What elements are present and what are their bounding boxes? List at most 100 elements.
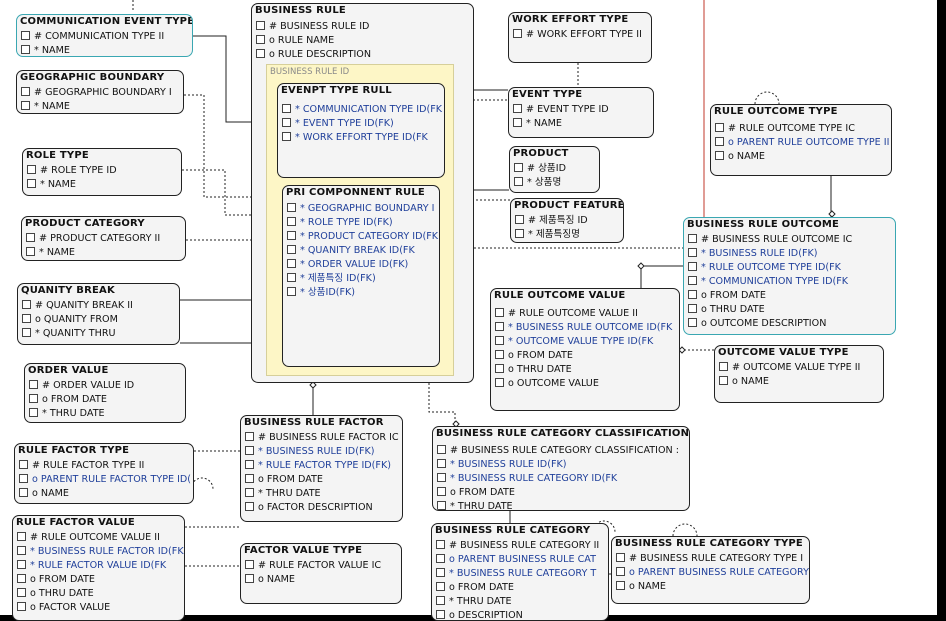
attribute-row: # COMMUNICATION TYPE II	[21, 30, 164, 44]
attribute-text: * GEOGRAPHIC BOUNDARY I	[300, 203, 435, 214]
attribute-text: * RULE FACTOR TYPE ID(FK)	[258, 460, 391, 471]
attribute-text: o NAME	[629, 581, 666, 592]
entity-product-category[interactable]: PRODUCT CATEGORY# PRODUCT CATEGORY II* N…	[21, 216, 186, 261]
entity-communication-event-type[interactable]: COMMUNICATION EVENT TYPE# COMMUNICATION …	[16, 14, 193, 57]
attribute-row: o QUANITY FROM	[22, 313, 133, 327]
attribute-text: * BUSINESS RULE ID(FK)	[450, 459, 567, 470]
attribute-row: o FROM DATE	[437, 486, 679, 500]
attribute-checkbox-icon	[436, 596, 445, 605]
attribute-row: * NAME	[21, 100, 172, 113]
attribute-checkbox-icon	[27, 179, 36, 188]
attribute-text: # COMMUNICATION TYPE II	[34, 31, 165, 42]
entity-outcome-value-type[interactable]: OUTCOME VALUE TYPE# OUTCOME VALUE TYPE I…	[714, 345, 884, 403]
attribute-text: # ORDER VALUE ID	[42, 380, 135, 391]
attribute-checkbox-icon	[514, 163, 523, 172]
attribute-checkbox-icon	[495, 308, 504, 317]
attribute-checkbox-icon	[515, 229, 524, 238]
attribute-text: * QUANITY BREAK ID(FK	[300, 245, 415, 256]
attribute-checkbox-icon	[21, 31, 30, 40]
attribute-checkbox-icon	[436, 568, 445, 577]
entity-business-rule-category-type[interactable]: BUSINESS RULE CATEGORY TYPE# BUSINESS RU…	[611, 536, 810, 604]
attribute-checkbox-icon	[245, 474, 254, 483]
attribute-row: * 상품명	[514, 176, 566, 190]
attribute-checkbox-icon	[21, 45, 30, 54]
attribute-text: o FROM DATE	[701, 290, 766, 301]
attribute-row: # BUSINESS RULE FACTOR IC	[245, 431, 399, 445]
attribute-list: # EVENT TYPE ID* NAME	[513, 103, 609, 131]
entity-geographic-boundary[interactable]: GEOGRAPHIC BOUNDARY# GEOGRAPHIC BOUNDARY…	[16, 70, 184, 114]
entity-title: PRODUCT CATEGORY	[25, 218, 145, 229]
attribute-text: * THRU DATE	[450, 501, 513, 511]
attribute-row: * RULE FACTOR VALUE ID(FK	[17, 559, 184, 573]
attribute-checkbox-icon	[282, 118, 291, 127]
attribute-checkbox-icon	[29, 408, 38, 417]
entity-event-type[interactable]: EVENT TYPE# EVENT TYPE ID* NAME	[508, 87, 654, 138]
attribute-text: # BUSINESS RULE CATEGORY CLASSIFICATION …	[450, 445, 680, 456]
attribute-text: # RULE FACTOR VALUE IC	[258, 560, 382, 571]
entity-work-effort-type[interactable]: WORK EFFORT TYPE# WORK EFFORT TYPE II	[508, 12, 652, 63]
attribute-text: o NAME	[728, 151, 765, 162]
entity-business-rule-category[interactable]: BUSINESS RULE CATEGORY# BUSINESS RULE CA…	[431, 523, 609, 621]
attribute-row: o THRU DATE	[17, 587, 184, 601]
attribute-row: # 상품ID	[514, 162, 566, 176]
attribute-list: # COMMUNICATION TYPE II* NAME	[21, 30, 164, 56]
attribute-row: # ROLE TYPE ID	[27, 164, 117, 178]
attribute-text: o RULE NAME	[269, 35, 335, 46]
entity-product[interactable]: PRODUCT# 상품ID* 상품명	[509, 146, 600, 193]
entity-rule-outcome-value[interactable]: RULE OUTCOME VALUE# RULE OUTCOME VALUE I…	[490, 288, 680, 411]
entity-title: BUSINESS RULE	[255, 5, 346, 16]
attribute-row: * BUSINESS RULE FACTOR ID(FK	[17, 545, 184, 559]
attribute-checkbox-icon	[282, 132, 291, 141]
attribute-checkbox-icon	[245, 432, 254, 441]
attribute-checkbox-icon	[17, 546, 26, 555]
entity-rule-factor-value[interactable]: RULE FACTOR VALUE# RULE OUTCOME VALUE II…	[12, 515, 185, 621]
attribute-checkbox-icon	[287, 203, 296, 212]
attribute-checkbox-icon	[437, 487, 446, 496]
attribute-row: o FROM DATE	[495, 349, 672, 363]
entity-title: RULE OUTCOME TYPE	[714, 106, 838, 117]
attribute-list: * COMMUNICATION TYPE ID(FK* EVENT TYPE I…	[282, 103, 442, 145]
entity-title: BUSINESS RULE FACTOR	[244, 417, 384, 428]
attribute-checkbox-icon	[688, 262, 697, 271]
attribute-row: # BUSINESS RULE CATEGORY TYPE I	[616, 552, 809, 566]
attribute-row: * 제품특징 ID(FK)	[287, 272, 438, 286]
attribute-checkbox-icon	[245, 460, 254, 469]
attribute-row: * 상품ID(FK)	[287, 286, 438, 300]
attribute-checkbox-icon	[616, 553, 625, 562]
entity-product-feature[interactable]: PRODUCT FEATURE# 제품특징 ID* 제품특징명	[510, 198, 624, 243]
entity-business-rule-factor[interactable]: BUSINESS RULE FACTOR # BUSINESS RULE FACT…	[240, 415, 403, 522]
cardinality-diamond-icon	[637, 262, 645, 270]
attribute-row: * BUSINESS RULE CATEGORY T	[436, 567, 599, 581]
attribute-list: # WORK EFFORT TYPE II	[513, 28, 642, 42]
attribute-list: # RULE OUTCOME VALUE II* BUSINESS RULE O…	[495, 307, 672, 391]
entity-evenpt-type-rull[interactable]: EVENPT TYPE RULL* COMMUNICATION TYPE ID(…	[277, 83, 445, 178]
entity-title: OUTCOME VALUE TYPE	[718, 347, 849, 358]
attribute-text: o OUTCOME VALUE	[508, 378, 599, 389]
attribute-text: * COMMUNICATION TYPE ID(FK	[295, 104, 443, 115]
attribute-checkbox-icon	[495, 322, 504, 331]
attribute-checkbox-icon	[688, 234, 697, 243]
attribute-row: * 제품특징명	[515, 228, 588, 242]
attribute-text: o THRU DATE	[508, 364, 572, 375]
attribute-checkbox-icon	[495, 336, 504, 345]
attribute-text: # QUANITY BREAK II	[35, 300, 133, 311]
entity-role-type[interactable]: ROLE TYPE# ROLE TYPE ID* NAME	[22, 148, 182, 196]
attribute-checkbox-icon	[245, 488, 254, 497]
entity-business-rule-category-classification[interactable]: BUSINESS RULE CATEGORY CLASSIFICATION# B…	[432, 426, 690, 511]
attribute-text: # ROLE TYPE ID	[40, 165, 117, 176]
attribute-row: * THRU DATE	[436, 595, 599, 609]
entity-pri-componnent-rule[interactable]: PRI COMPONNENT RULE* GEOGRAPHIC BOUNDARY…	[282, 185, 440, 367]
attribute-text: o FACTOR DESCRIPTION	[258, 502, 373, 513]
attribute-row: * ORDER VALUE ID(FK)	[287, 258, 438, 272]
entity-business-rule-outcome[interactable]: BUSINESS RULE OUTCOME# BUSINESS RULE OUT…	[683, 217, 896, 335]
